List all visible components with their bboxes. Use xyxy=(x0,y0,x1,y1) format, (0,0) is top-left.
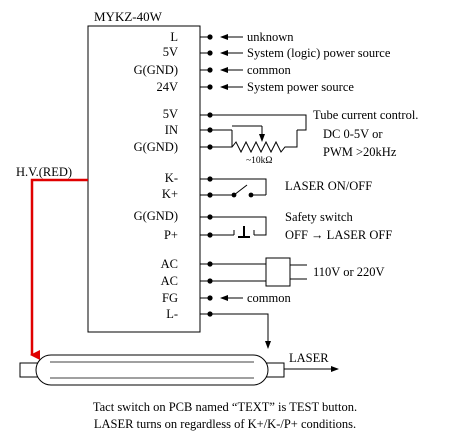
pin-in: IN xyxy=(165,123,178,137)
potentiometer xyxy=(210,114,307,154)
label-tube-current-2: DC 0-5V or xyxy=(323,127,383,141)
label-common-fg: common xyxy=(247,291,291,305)
label-mains: 110V or 220V xyxy=(313,265,385,279)
l-minus-wire xyxy=(210,313,271,349)
label-resistor: ~10kΩ xyxy=(246,156,272,166)
pin-gnd-common: G(GND) xyxy=(134,63,178,77)
pin-ac-2: AC xyxy=(161,274,178,288)
pin-k-plus: K+ xyxy=(162,187,178,201)
laser-tube xyxy=(19,354,285,386)
module-title: MYKZ-40W xyxy=(94,9,163,24)
pin-k-minus: K- xyxy=(165,171,178,185)
pin-fg: FG xyxy=(162,291,178,305)
label-tube-current-1: Tube current control. xyxy=(313,108,418,122)
pin-l: L xyxy=(170,30,178,44)
label-laser: LASER xyxy=(289,351,329,365)
label-logic-power: System (logic) power source xyxy=(247,46,391,60)
label-hv: H.V.(RED) xyxy=(16,165,72,179)
pin-5v-logic: 5V xyxy=(163,45,178,59)
note-line-2: LASER turns on regardless of K+/K-/P+ co… xyxy=(94,417,356,431)
pin-gnd-control: G(GND) xyxy=(134,140,178,154)
laser-switch-contacts xyxy=(231,192,254,198)
pin-p-plus: P+ xyxy=(164,228,178,242)
pin-l-minus: L- xyxy=(166,307,178,321)
label-safety-1: Safety switch xyxy=(285,210,353,224)
pin-5v-control: 5V xyxy=(163,107,178,121)
power-arrows xyxy=(220,34,243,301)
pin-stubs xyxy=(200,36,210,315)
pin-24v: 24V xyxy=(156,80,178,94)
label-unknown: unknown xyxy=(247,30,294,44)
laser-onoff-switch xyxy=(210,178,267,196)
label-common-top: common xyxy=(247,63,291,77)
safety-switch xyxy=(210,216,267,238)
ac-plug xyxy=(210,257,307,287)
note-line-1: Tact switch on PCB named “TEXT” is TEST … xyxy=(93,400,357,414)
label-laser-onoff: LASER ON/OFF xyxy=(285,179,372,193)
pin-ac-1: AC xyxy=(161,257,178,271)
terminal-dots xyxy=(207,34,213,317)
hv-red-wire xyxy=(30,178,88,360)
pin-gnd-safety: G(GND) xyxy=(134,209,178,223)
label-safety-2: OFF → LASER OFF xyxy=(285,228,392,242)
label-system-power: System power source xyxy=(247,80,354,94)
label-tube-current-3: PWM >20kHz xyxy=(323,145,397,159)
